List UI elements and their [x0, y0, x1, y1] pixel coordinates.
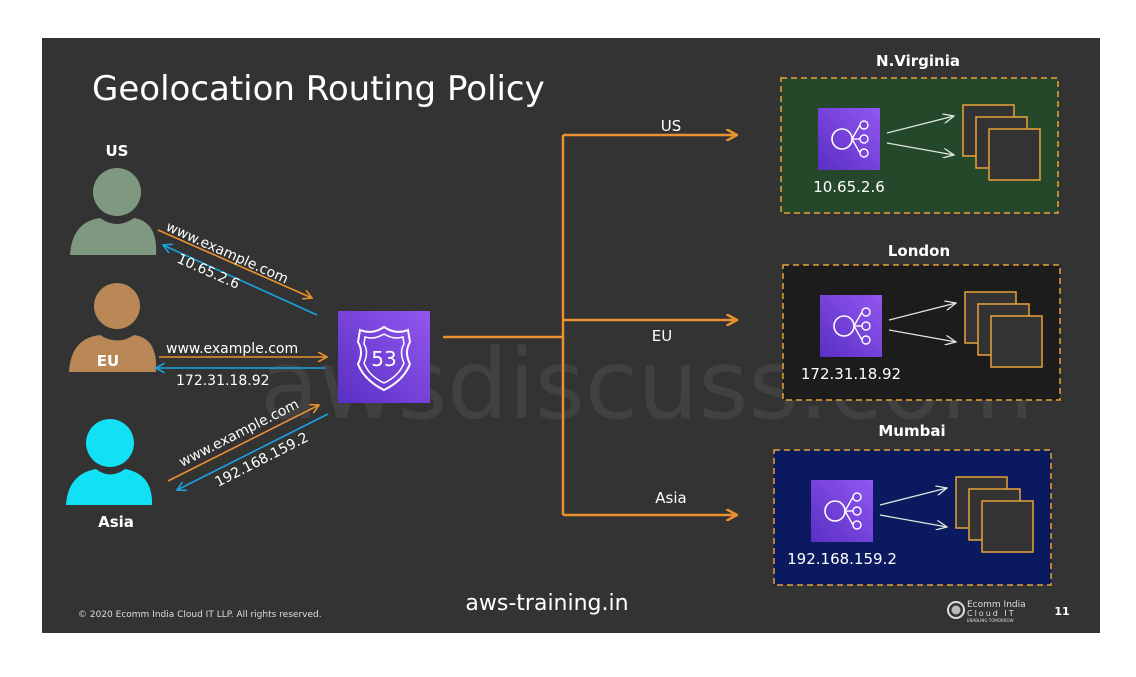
eu-response-label: 172.31.18.92 — [176, 373, 270, 389]
us-response-arrow — [163, 245, 318, 316]
user-label: Asia — [98, 513, 134, 531]
region-name: N.Virginia — [876, 52, 960, 70]
user-body-icon — [69, 335, 157, 372]
route53-number: 53 — [371, 347, 396, 371]
asia-request-arrow — [167, 405, 319, 482]
traffic-arrow — [879, 514, 947, 527]
user-eu: EU — [69, 283, 157, 372]
traffic-arrow — [888, 303, 956, 321]
route-label-eu: EU — [652, 327, 672, 345]
traffic-arrow — [879, 488, 947, 506]
load-balancer-icon — [811, 480, 873, 542]
svg-text:ENABLING TOMORROW: ENABLING TOMORROW — [967, 618, 1014, 623]
user-label: US — [106, 142, 129, 160]
region-nvirginia: N.Virginia 10.65.2.6 — [780, 52, 1059, 214]
ec2-instances-icon — [955, 476, 1034, 553]
user-head-icon — [93, 168, 141, 216]
company-logo: Ecomm India Cloud IT ENABLING TOMORROW — [947, 600, 1026, 623]
us-request-arrow — [157, 229, 312, 298]
copyright: © 2020 Ecomm India Cloud IT LLP. All rig… — [78, 610, 322, 620]
traffic-arrow — [888, 329, 956, 342]
site-url: aws-training.in — [465, 591, 628, 616]
page-title: Geolocation Routing Policy — [92, 69, 545, 109]
region-ip: 10.65.2.6 — [813, 178, 885, 196]
user-body-icon — [70, 218, 157, 255]
eu-request-label: www.example.com — [166, 341, 298, 357]
user-head-icon — [94, 283, 140, 329]
route-label-asia: Asia — [655, 489, 686, 507]
user-head-icon — [86, 419, 134, 467]
load-balancer-icon — [818, 108, 880, 170]
user-body-icon — [66, 469, 153, 505]
route53-icon: 53 — [338, 311, 430, 403]
routing-lines — [443, 135, 737, 515]
region-name: London — [888, 242, 950, 260]
ec2-instances-icon — [962, 104, 1041, 181]
user-label: EU — [97, 352, 119, 370]
region-mumbai: Mumbai 192.168.159.2 — [773, 422, 1052, 586]
user-us: US — [70, 142, 157, 255]
user-asia: Asia — [66, 419, 153, 531]
region-name: Mumbai — [878, 422, 945, 440]
region-ip: 192.168.159.2 — [787, 550, 897, 568]
region-ip: 172.31.18.92 — [801, 365, 901, 383]
traffic-arrow — [886, 142, 954, 155]
route-label-us: US — [661, 117, 682, 135]
traffic-arrow — [886, 116, 954, 134]
svg-text:Ecomm India: Ecomm India — [967, 600, 1026, 610]
page-number: 11 — [1054, 605, 1069, 618]
ec2-instances-icon — [964, 291, 1043, 368]
load-balancer-icon — [820, 295, 882, 357]
svg-text:Cloud IT: Cloud IT — [967, 609, 1016, 618]
asia-response-arrow — [177, 413, 329, 490]
region-london: London 172.31.18.92 — [782, 242, 1061, 401]
